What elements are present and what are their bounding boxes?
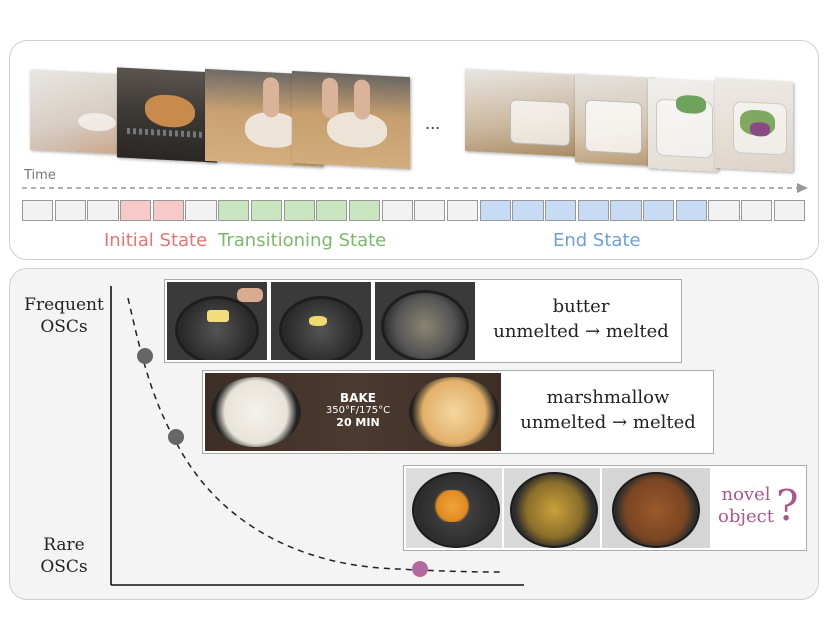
marshmallow-arrow: →: [612, 412, 628, 433]
timeline-cell: [218, 200, 250, 221]
point-butter: [137, 348, 153, 364]
frequent-osc-label: Frequent OSCs: [16, 294, 112, 338]
novel-frame-3: [602, 468, 710, 548]
timeline-cell: [87, 200, 119, 221]
novel-line1: novel: [721, 484, 771, 505]
example-novel: novel object ?: [403, 465, 807, 551]
novel-line2: object: [718, 506, 774, 527]
timeline-cell: [120, 200, 152, 221]
butter-arrow: →: [585, 321, 601, 342]
butter-frame-3: [375, 282, 475, 360]
butter-object-name: butter: [552, 296, 610, 317]
bake-line3: 20 MIN: [336, 416, 380, 429]
example-marshmallow: BAKE 350°F/175°C 20 MIN marshmallow unme…: [202, 370, 714, 454]
timeline-cell: [610, 200, 642, 221]
novel-object-caption: novel object: [716, 484, 776, 528]
timeline-cell: [577, 200, 609, 221]
marshmallow-toasted-pan: [409, 377, 499, 447]
timeline-cell: [152, 200, 184, 221]
timeline-cell: [283, 200, 315, 221]
marshmallow-transition: unmelted → melted: [503, 410, 713, 435]
rare-label-line1: Rare: [43, 535, 85, 555]
marshmallow-raw-pan: [211, 377, 301, 447]
point-novel: [412, 561, 428, 577]
timeline-cell: [54, 200, 86, 221]
end-state-label: End State: [553, 230, 641, 251]
ellipsis: ...: [425, 114, 441, 133]
transitioning-state-label: Transitioning State: [218, 230, 387, 251]
timeline-cell: [479, 200, 511, 221]
butter-caption: butter unmelted → melted: [481, 294, 681, 344]
frequent-label-line1: Frequent: [24, 295, 104, 315]
rare-label-line2: OSCs: [40, 557, 88, 577]
question-mark-icon: ?: [776, 481, 799, 530]
timeline-cell: [348, 200, 381, 221]
example-butter: butter unmelted → melted: [164, 279, 682, 363]
initial-state-label: Initial State: [104, 230, 208, 251]
timeline-cell: [545, 200, 577, 221]
timeline-cell: [250, 200, 282, 221]
timeline-cell: [414, 200, 446, 221]
bake-card: BAKE 350°F/175°C 20 MIN: [315, 391, 401, 429]
rare-osc-label: Rare OSCs: [16, 534, 112, 578]
butter-frame-1: [167, 282, 267, 360]
timeline-cell: [773, 200, 805, 221]
bake-line1: BAKE: [340, 391, 376, 405]
timeline-cell: [381, 200, 413, 221]
butter-from: unmelted: [493, 321, 580, 342]
point-marshmallow: [168, 429, 184, 445]
novel-frame-2: [504, 468, 600, 548]
bake-line2: 350°F/175°C: [325, 405, 391, 416]
butter-to: melted: [605, 321, 669, 342]
marshmallow-caption: marshmallow unmelted → melted: [503, 385, 713, 435]
timeline-cell: [643, 200, 675, 221]
timeline-cell: [708, 200, 740, 221]
marshmallow-frame-1: BAKE 350°F/175°C 20 MIN: [205, 373, 501, 451]
long-tail-curve: [127, 297, 501, 573]
timeline-cell: [741, 200, 773, 221]
timeline-cells: [22, 200, 807, 221]
marshmallow-to: melted: [632, 412, 696, 433]
marshmallow-from: unmelted: [520, 412, 607, 433]
timeline-cell: [185, 200, 217, 221]
time-label: Time: [24, 168, 56, 183]
timeline-cell: [316, 200, 348, 221]
butter-transition: unmelted → melted: [481, 319, 681, 344]
butter-frame-2: [271, 282, 371, 360]
timeline-cell: [675, 200, 707, 221]
timeline-cell: [512, 200, 544, 221]
timeline-cell: [22, 200, 54, 221]
marshmallow-object-name: marshmallow: [546, 387, 670, 408]
novel-frame-1: [406, 468, 502, 548]
frequent-label-line2: OSCs: [40, 317, 88, 337]
timeline-cell: [446, 200, 479, 221]
